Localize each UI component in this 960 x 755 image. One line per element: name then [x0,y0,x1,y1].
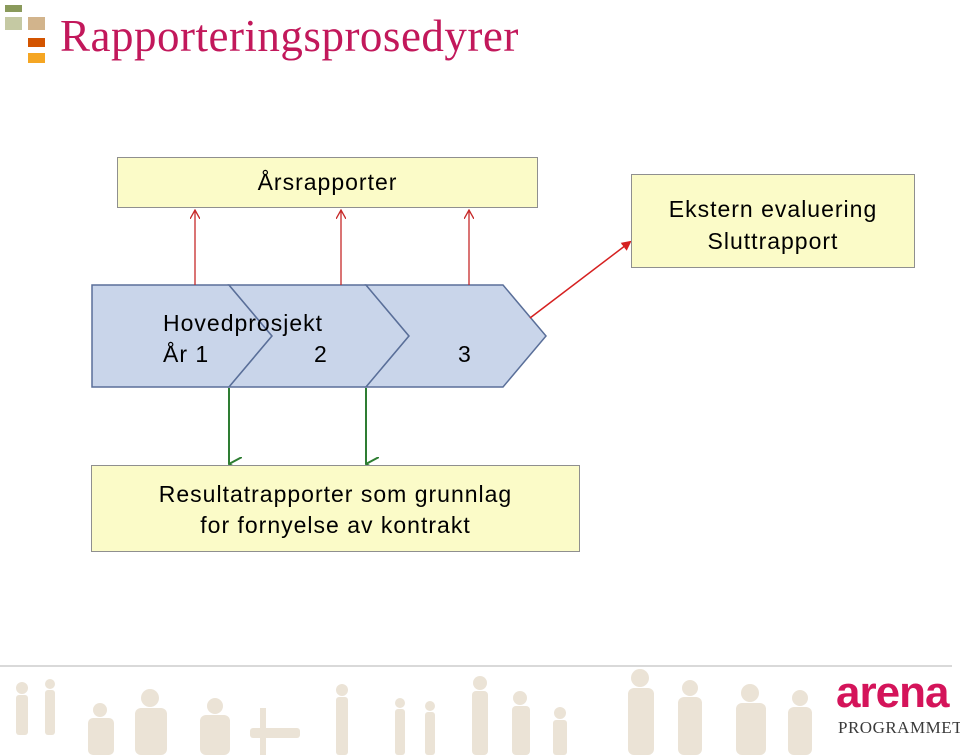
main-project-label: Hovedprosjekt [163,310,324,336]
year-3-label: 3 [458,341,472,367]
diagonal-arrow [529,240,632,319]
external-evaluation-label: Ekstern evaluering [668,196,878,222]
results-reports-line2: for fornyelse av kontrakt [200,512,471,538]
arena-logo-subtext: PROGRAMMET [838,718,960,737]
results-reports-box: Resultatrapporter som grunnlag for forny… [91,465,580,552]
footer-people-silhouettes [16,669,812,755]
final-report-label: Sluttrapport [707,228,839,254]
year-2-label: 2 [314,341,328,367]
arena-logo: arena [836,668,949,717]
chevron-year-3 [364,284,547,388]
results-reports-line1: Resultatrapporter som grunnlag [158,481,513,507]
page-title: Rapporteringsprosedyrer [60,11,519,61]
diagram-graphics [91,0,632,665]
logo-squares-icon [5,5,45,63]
annual-reports-label: Årsrapporter [257,169,398,195]
footer-divider [0,665,952,667]
year-1-label: År 1 [163,341,210,367]
annual-reports-box: Årsrapporter [117,157,538,208]
external-evaluation-box: Ekstern evaluering Sluttrapport [631,174,915,268]
